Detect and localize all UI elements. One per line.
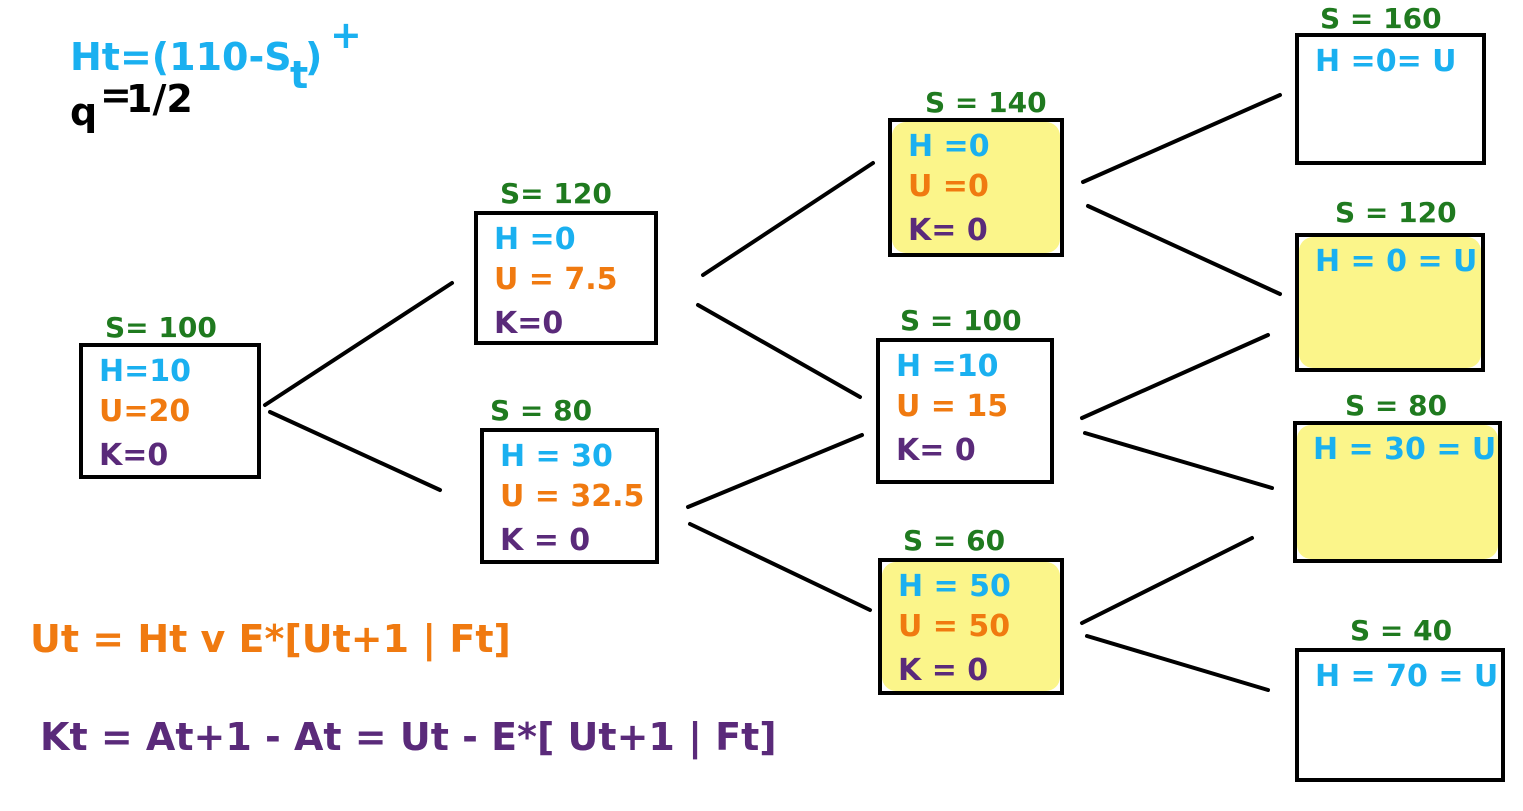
node-highlight: [892, 122, 1060, 253]
node-box: [888, 118, 1064, 257]
edge-n0-n1u: [263, 281, 454, 407]
node-box: [1293, 421, 1502, 563]
node-stock-price: S = 160: [1320, 2, 1442, 35]
edge-n1d-n2b: [686, 433, 864, 509]
highlight-layer: [882, 122, 1498, 691]
node-k-value: K = 0: [898, 653, 988, 688]
node-stock-price: S = 100: [900, 304, 1022, 337]
tree-node-n3b: S = 120 H = 0 = U: [1295, 196, 1485, 372]
node-u-value: U =0: [908, 169, 989, 204]
edge-n2c-n3d: [1085, 634, 1270, 692]
tree-node-n3c: S = 80 H = 30 = U: [1293, 389, 1502, 563]
edge-n2c-n3c: [1080, 536, 1254, 625]
tree-node-n2b: S = 100 H =10 U = 15 K= 0: [876, 304, 1054, 484]
edge-n0-n1d: [268, 410, 442, 492]
node-u-value: U = 32.5: [500, 479, 644, 514]
node-h-value: H = 50: [898, 569, 1011, 604]
u-formula: Ut = Ht v E*[Ut+1 | Ft]: [30, 617, 511, 662]
node-k-value: K= 0: [896, 433, 976, 468]
node-h-value: H = 0 = U: [1315, 244, 1477, 279]
tree-node-n1d: S = 80 H = 30 U = 32.5 K = 0: [480, 394, 659, 564]
edge-n1d-n2c: [688, 522, 872, 612]
edge-n1u-n2b: [696, 303, 862, 399]
tree-edges: [263, 93, 1282, 692]
node-k-value: K= 0: [908, 213, 988, 248]
node-h-value: H=10: [99, 354, 191, 389]
node-h-value: H =0= U: [1315, 44, 1457, 79]
node-box: [1295, 233, 1485, 372]
node-box: [79, 343, 261, 479]
payoff-formula-superscript: +: [330, 13, 362, 57]
node-k-value: K = 0: [500, 523, 590, 558]
payoff-formula: Ht=(110-S t ) +: [70, 13, 362, 97]
node-stock-price: S = 80: [490, 394, 592, 427]
node-h-value: H =0: [908, 129, 990, 164]
node-h-value: H = 30: [500, 439, 613, 474]
node-box: [480, 428, 659, 564]
edge-n2b-n3b: [1080, 333, 1270, 420]
payoff-formula-subscript: t: [290, 53, 308, 97]
edge-n2a-n3a: [1081, 93, 1282, 184]
edge-n2b-n3c: [1083, 431, 1274, 490]
tree-node-n3d: S = 40 H = 70 = U: [1295, 614, 1505, 782]
payoff-formula-main: Ht=(110-S: [70, 35, 292, 79]
node-u-value: U = 7.5: [494, 262, 618, 297]
node-u-value: U = 50: [898, 609, 1010, 644]
node-k-value: K=0: [494, 306, 563, 341]
prob-equals: =: [100, 73, 132, 117]
node-highlight: [1299, 237, 1481, 368]
tree-node-n1u: S= 120 H =0 U = 7.5K=0: [474, 177, 658, 345]
node-h-value: H = 70 = U: [1315, 659, 1498, 694]
node-box: [876, 338, 1054, 484]
node-stock-price: S = 80: [1345, 389, 1447, 422]
node-box: [878, 558, 1064, 695]
tree-node-n2a: S = 140 H =0 U =0 K= 0: [888, 86, 1064, 257]
node-box: [1295, 33, 1486, 165]
node-highlight: [882, 562, 1060, 691]
node-u-value: U = 15: [896, 389, 1008, 424]
k-formula: Kt = At+1 - At = Ut - E*[ Ut+1 | Ft]: [40, 715, 777, 760]
node-stock-price: S = 60: [903, 524, 1005, 557]
payoff-formula-paren: ): [305, 35, 322, 79]
tree-node-n2c: S = 60 H = 50 U = 50 K = 0: [878, 524, 1064, 695]
probability-label: q = 1/2: [70, 73, 193, 134]
node-stock-price: S= 100: [105, 311, 217, 344]
node-h-value: H =0: [494, 222, 576, 257]
node-k-value: K=0: [99, 438, 168, 473]
node-stock-price: S = 140: [925, 86, 1047, 119]
node-highlight: [1297, 425, 1498, 559]
node-stock-price: S= 120: [500, 177, 612, 210]
edge-n2a-n3b: [1086, 204, 1282, 296]
node-h-value: H = 30 = U: [1313, 432, 1496, 467]
node-box: [474, 211, 658, 345]
node-u-value: U=20: [99, 394, 190, 429]
prob-symbol: q: [70, 90, 97, 134]
edge-n1u-n2a: [701, 161, 875, 277]
node-box: [1295, 648, 1505, 782]
node-h-value: H =10: [896, 349, 998, 384]
node-stock-price: S = 40: [1350, 614, 1452, 647]
prob-value: 1/2: [126, 77, 193, 121]
tree-node-n3a: S = 160 H =0= U: [1295, 2, 1486, 165]
node-stock-price: S = 120: [1335, 196, 1457, 229]
